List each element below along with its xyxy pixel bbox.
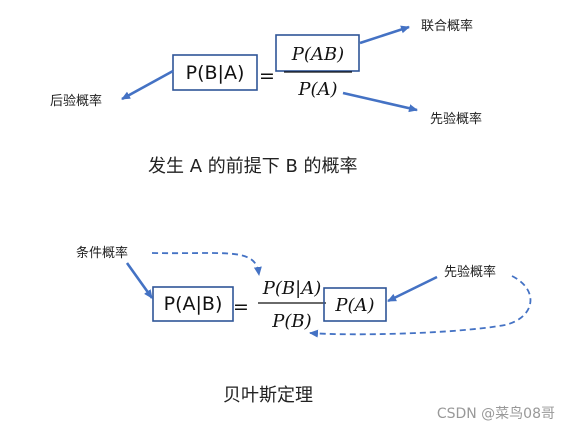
joint-probability-box — [275, 34, 360, 72]
dashed-arrow-to-denominator — [309, 275, 532, 338]
bottom-lhs-formula: P(A|B) — [164, 293, 223, 315]
bottom-numerator: P(B|A) — [262, 278, 321, 299]
label-joint-probability: 联合概率 — [421, 18, 473, 34]
arrow-to-conditional-box — [125, 262, 154, 299]
dashed-arrow-to-numerator — [151, 252, 262, 276]
arrow-to-prior-top — [342, 91, 418, 113]
label-prior-probability-bottom: 先验概率 — [444, 264, 496, 280]
label-prior-probability-top: 先验概率 — [430, 111, 482, 127]
bottom-equals-sign: = — [233, 296, 249, 318]
top-lhs-formula: P(B|A) — [186, 62, 245, 84]
bottom-denominator: P(B) — [271, 311, 311, 332]
watermark: CSDN @菜鸟08哥 — [437, 406, 555, 422]
arrow-to-prior-box — [387, 275, 438, 303]
bottom-caption: 贝叶斯定理 — [223, 385, 313, 406]
top-denominator: P(A) — [297, 79, 337, 100]
arrow-to-joint-probability — [359, 25, 410, 45]
label-posterior-probability: 后验概率 — [50, 93, 102, 109]
conditional-box — [152, 286, 234, 322]
top-caption: 发生 A 的前提下 B 的概率 — [148, 156, 358, 177]
label-conditional-probability: 条件概率 — [76, 245, 128, 261]
bottom-multiplier: P(A) — [334, 295, 374, 316]
top-equals-sign: = — [259, 65, 275, 87]
prior-box — [323, 287, 387, 322]
top-numerator: P(AB) — [291, 44, 344, 65]
posterior-box — [172, 54, 258, 91]
arrow-to-posterior — [121, 69, 174, 101]
